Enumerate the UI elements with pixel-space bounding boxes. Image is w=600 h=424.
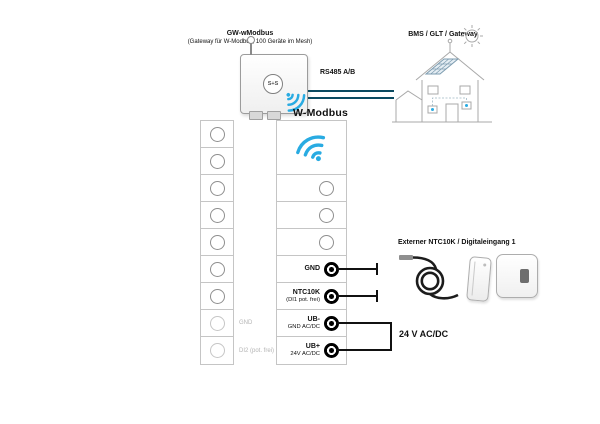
sensor-section-label: Externer NTC10K / Digitaleingang 1 — [398, 239, 516, 246]
terminal-cell-ub-minus: UB- GND AC/DC — [277, 310, 346, 337]
terminal-circle — [209, 315, 225, 331]
terminal-circle — [319, 234, 334, 250]
terminal-row-di2-unused: DI2 (pot. frei) — [201, 337, 274, 364]
rs485-label: RS485 A/B — [320, 69, 356, 76]
terminal-sublabel: 24V AC/DC — [290, 351, 320, 358]
terminal-sublabel: (DI1 pot. frei) — [286, 296, 320, 303]
terminal-circle — [209, 153, 225, 169]
terminal-screw-icon — [324, 343, 339, 358]
wire-ub-plus — [336, 349, 391, 351]
terminal-circle — [209, 261, 225, 277]
terminal-circle — [319, 180, 334, 196]
door-contact-illustration — [466, 256, 492, 302]
terminal-row — [277, 175, 346, 202]
wire-ntc — [336, 295, 377, 297]
terminal-sublabel: GND AC/DC — [287, 323, 320, 330]
terminal-circle — [209, 234, 225, 250]
terminal-row — [201, 121, 233, 148]
device-name-label: GW-wModbus — [226, 30, 274, 37]
rs485-wire-a — [308, 90, 394, 92]
terminal-screw-icon — [324, 288, 339, 304]
terminal-screw-icon — [324, 315, 339, 331]
terminal-circle — [209, 126, 225, 142]
wire-ub-minus — [336, 322, 391, 324]
rs485-wire-b — [308, 97, 394, 99]
terminal-row-gnd-unused: GND — [201, 310, 252, 337]
terminal-screw-icon — [324, 261, 339, 277]
terminal-label: UB- — [307, 315, 320, 323]
solar-panel-icon — [424, 58, 468, 111]
terminal-row — [201, 283, 233, 310]
terminal-row — [201, 229, 233, 256]
thermostat-display — [520, 269, 529, 283]
terminal-cell-ntc10k: NTC10K (DI1 pot. frei) — [277, 283, 346, 310]
terminal-circle — [209, 288, 225, 304]
terminal-row — [201, 202, 233, 229]
device-wifi-icon — [286, 92, 306, 112]
terminal-label: GND — [304, 265, 320, 273]
wmodbus-label: W-Modbus — [293, 107, 349, 119]
terminal-circle — [209, 180, 225, 196]
gateway-device-illustration: S+S — [240, 36, 308, 120]
terminal-gray-label: GND — [239, 320, 253, 326]
terminal-circle — [319, 207, 334, 223]
device-connector — [267, 111, 281, 120]
wire-ntc-terminal — [376, 290, 378, 302]
sun-icon — [465, 29, 479, 43]
terminal-label: UB+ — [305, 343, 320, 351]
terminal-circle — [209, 207, 225, 223]
terminal-gray-label: DI2 (pot. frei) — [239, 347, 275, 354]
power-label: 24 V AC/DC — [399, 329, 449, 339]
building-outline — [392, 25, 492, 123]
terminal-strip-left: GND DI2 (pot. frei) — [200, 120, 274, 365]
wire-gnd-terminal — [376, 263, 378, 275]
terminal-strip-right: GND NTC10K (DI1 pot. frei) UB- GND AC/DC… — [276, 120, 347, 365]
thermostat-illustration — [496, 254, 538, 298]
building-illustration — [392, 25, 492, 123]
terminal-row — [277, 229, 346, 256]
bms-label: BMS / GLT / Gateway — [408, 31, 478, 38]
power-bracket — [390, 322, 392, 351]
terminal-row — [201, 148, 233, 175]
antenna-icon — [250, 42, 252, 55]
brand-logo: S+S — [263, 74, 283, 94]
terminal-row — [277, 202, 346, 229]
wifi-icon — [295, 135, 325, 162]
terminal-row — [201, 256, 233, 283]
wmodbus-radio-cell — [277, 121, 346, 175]
device-connector — [249, 111, 263, 120]
wire-gnd — [336, 268, 377, 270]
terminal-cell-ub-plus: UB+ 24V AC/DC — [277, 337, 346, 364]
terminal-cell-gnd: GND — [277, 256, 346, 283]
antenna-tip-icon — [247, 36, 255, 44]
terminal-row — [201, 175, 233, 202]
terminal-label: NTC10K — [292, 288, 320, 296]
terminal-circle — [209, 343, 225, 358]
ntc-probe-illustration — [399, 255, 459, 300]
